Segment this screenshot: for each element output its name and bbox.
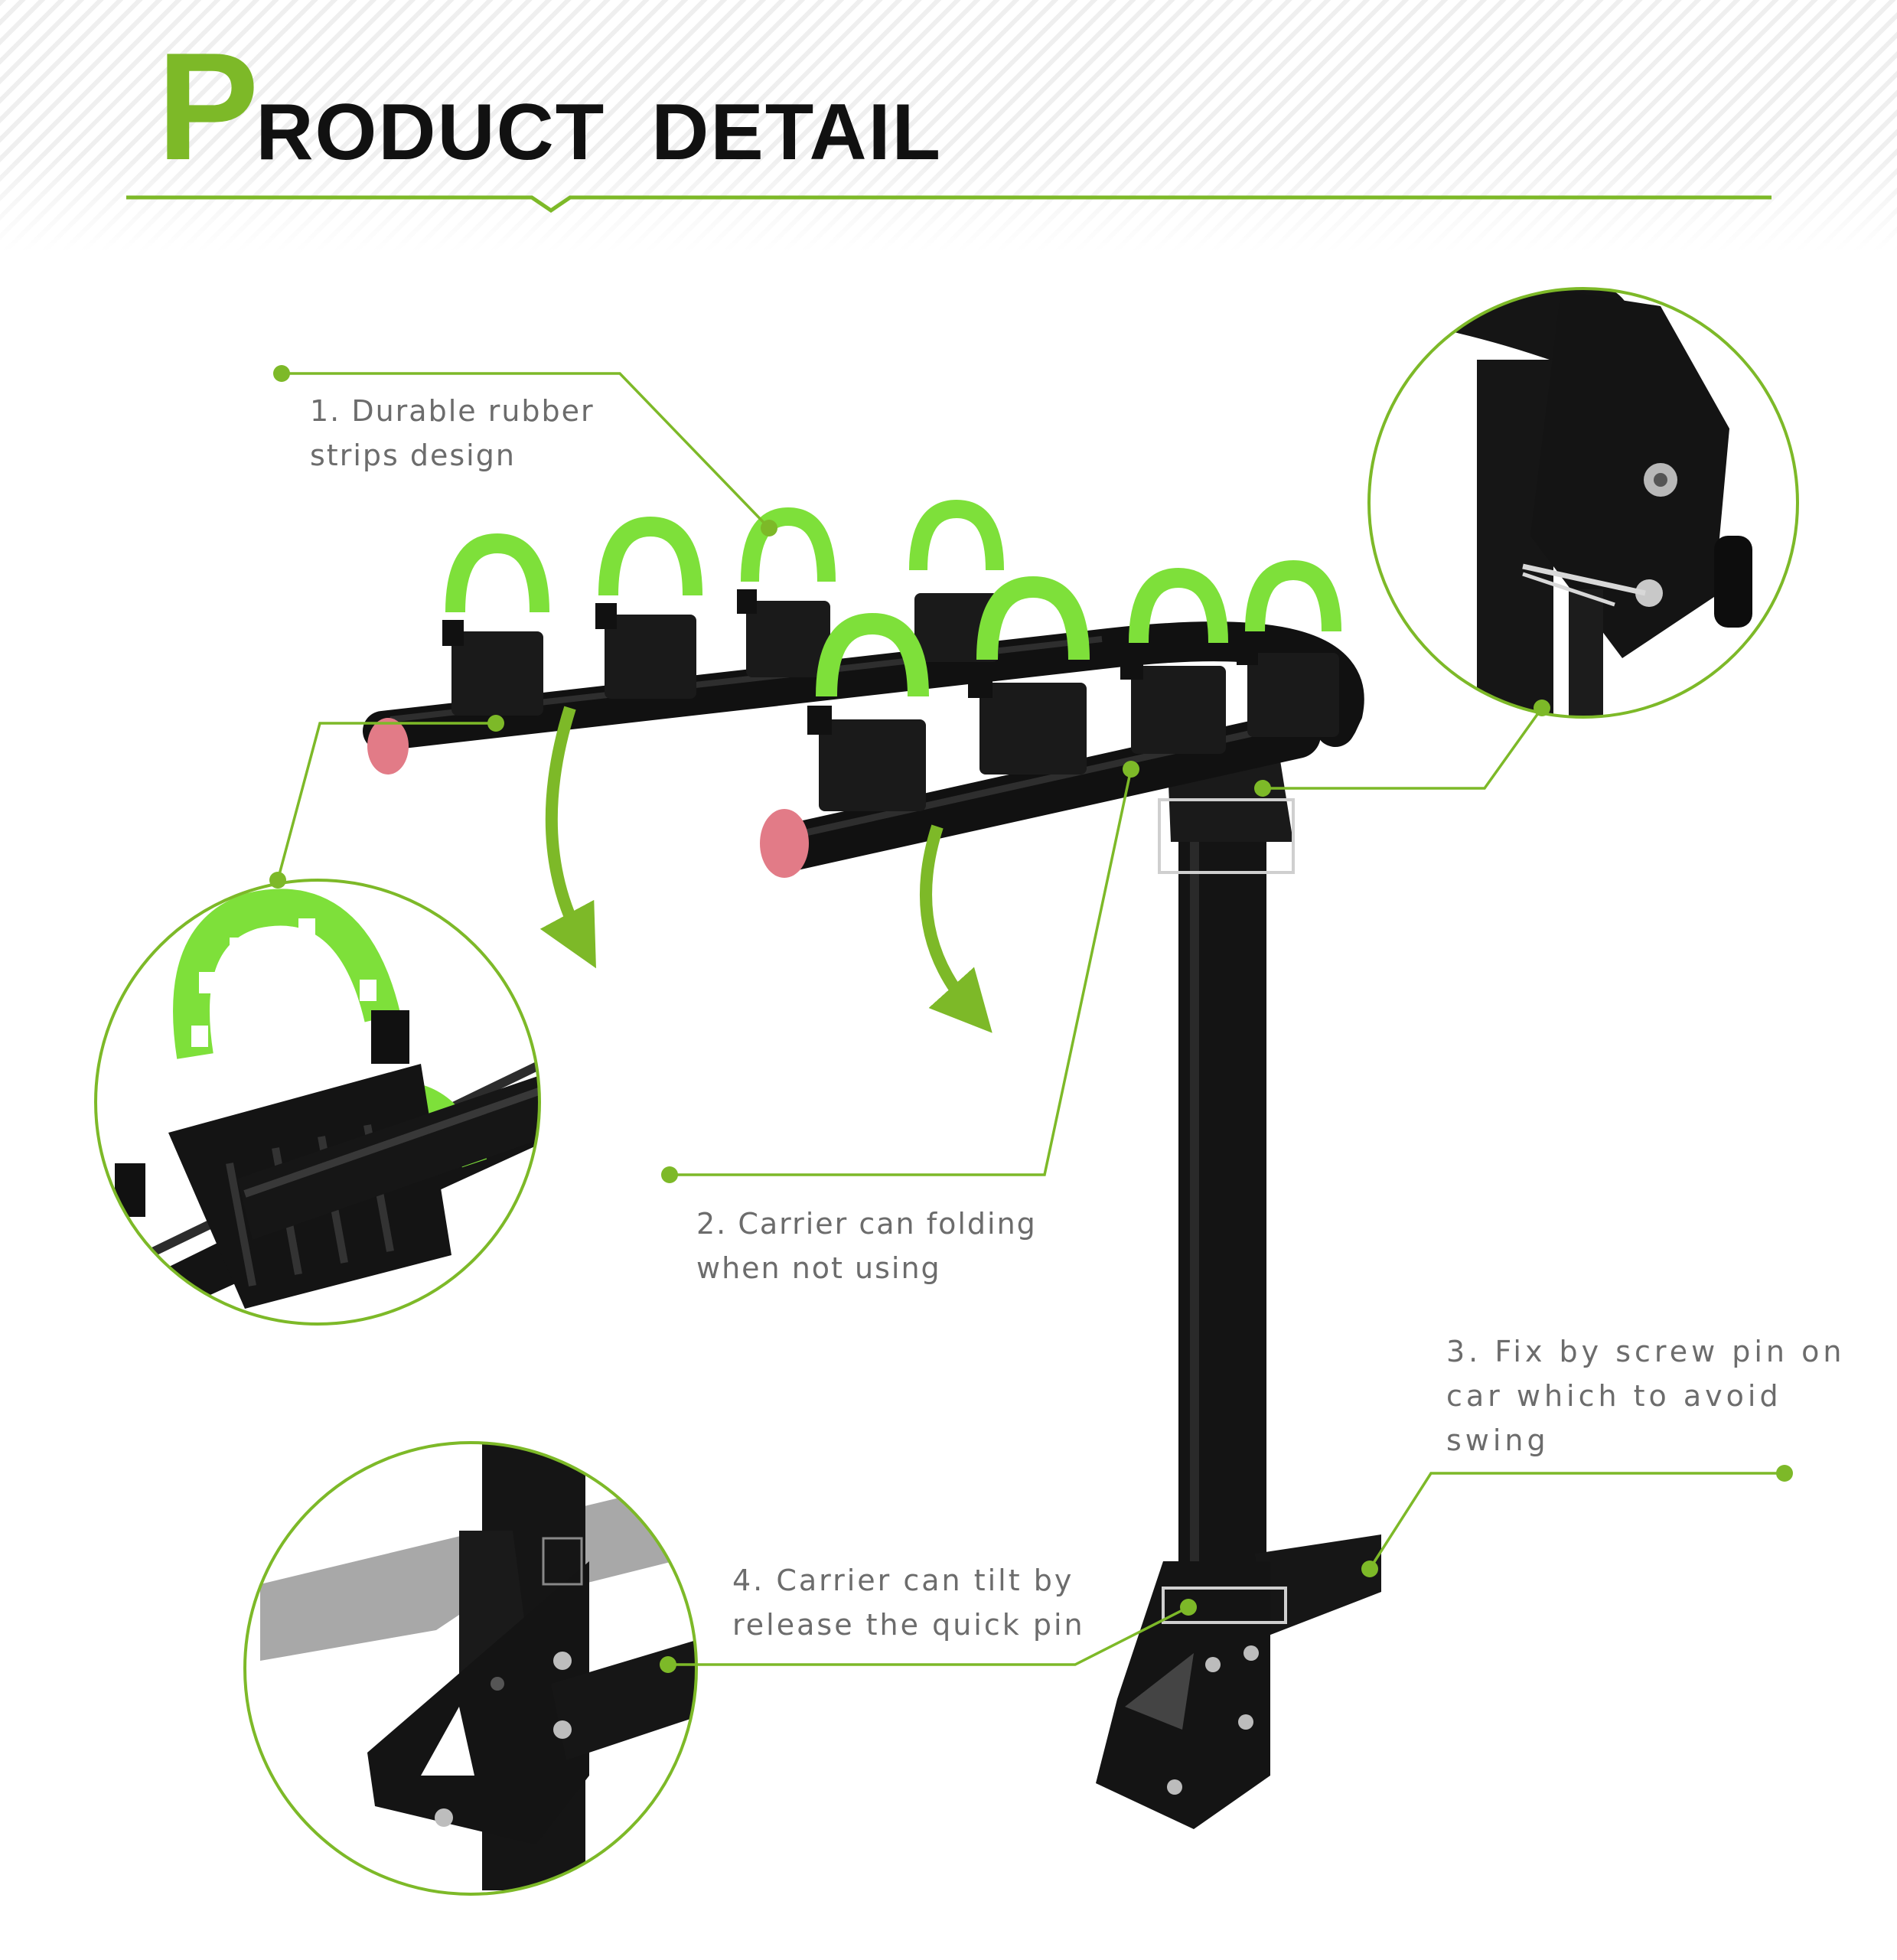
leader-line-strap-inset bbox=[276, 722, 496, 881]
title-word-1: RODUCT bbox=[256, 88, 606, 177]
callout-dot bbox=[1254, 780, 1271, 797]
callout-2-line-1: 2. Carrier can folding bbox=[696, 1207, 1037, 1241]
callout-4-line-1: 4. Carrier can tilt by bbox=[732, 1564, 1074, 1597]
callout-dot bbox=[1534, 700, 1550, 716]
front-row-straps bbox=[807, 559, 1341, 811]
callout-2-text: 2. Carrier can folding when not using bbox=[696, 1202, 1037, 1290]
callout-dot bbox=[1361, 1560, 1378, 1577]
leader-line-3 bbox=[1368, 1472, 1785, 1570]
leader-line-pivot-inset bbox=[1263, 706, 1543, 790]
hinge-base-detail bbox=[243, 1441, 698, 1896]
rubber-strap-detail bbox=[94, 879, 541, 1326]
callout-dot bbox=[660, 1656, 676, 1673]
leader-line-2 bbox=[670, 768, 1133, 1176]
callout-1-line-2: strips design bbox=[310, 439, 516, 472]
fold-arrow-icon bbox=[539, 706, 596, 969]
header-divider bbox=[126, 195, 1772, 214]
callout-dot bbox=[661, 1166, 678, 1183]
callout-3-text: 3. Fix by screw pin on car which to avoi… bbox=[1446, 1329, 1845, 1463]
callout-dot bbox=[273, 365, 290, 382]
callout-4-line-2: release the quick pin bbox=[732, 1608, 1085, 1642]
callout-3-line-1: 3. Fix by screw pin on bbox=[1446, 1335, 1846, 1368]
callout-2-line-2: when not using bbox=[696, 1251, 941, 1285]
callout-dot bbox=[269, 872, 286, 889]
fold-arrow-icon bbox=[920, 824, 993, 1033]
callout-dot bbox=[1123, 761, 1139, 778]
leader-line-1 bbox=[282, 372, 771, 530]
title-initial: P bbox=[157, 21, 259, 192]
callout-1-line-1: 1. Durable rubber bbox=[310, 394, 595, 428]
callout-3-line-2: car which to avoid bbox=[1446, 1379, 1782, 1413]
callout-dot bbox=[761, 520, 777, 536]
callout-1-text: 1. Durable rubber strips design bbox=[310, 389, 595, 478]
bike-rack-product bbox=[363, 499, 1381, 1829]
callout-dot bbox=[487, 715, 504, 732]
callout-3-line-3: swing bbox=[1446, 1424, 1550, 1457]
back-row-straps bbox=[442, 499, 1004, 716]
title-word-2: DETAIL bbox=[651, 88, 943, 177]
pivot-joint-detail bbox=[1367, 287, 1799, 719]
leader-line-4 bbox=[668, 1606, 1189, 1666]
callout-dot bbox=[1180, 1599, 1197, 1616]
callout-4-text: 4. Carrier can tilt by release the quick… bbox=[732, 1558, 1085, 1647]
callout-dot bbox=[1776, 1465, 1793, 1482]
header-fade bbox=[0, 153, 1897, 253]
